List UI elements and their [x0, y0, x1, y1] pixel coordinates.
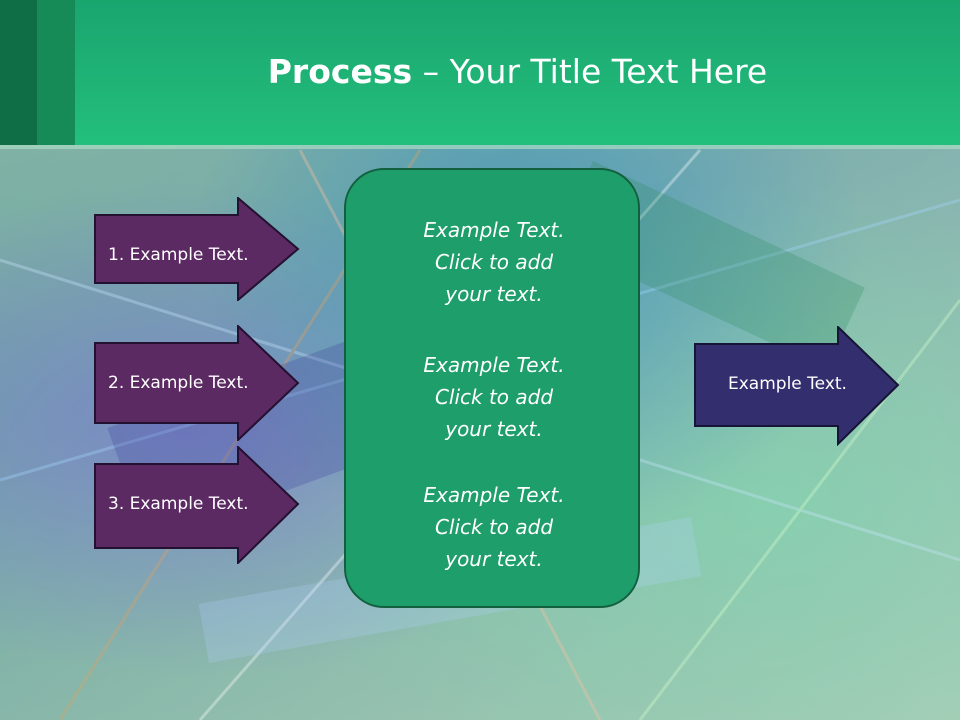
center-line: your text. [445, 282, 543, 306]
center-line: Example Text. [423, 218, 565, 242]
center-paragraph-2: Example Text. Click to add your text. [346, 349, 642, 445]
header-accent-stripe [0, 0, 37, 145]
arrow-label-2[interactable]: 2. Example Text. [108, 373, 249, 393]
title-bold: Process [267, 52, 413, 91]
center-paragraph-1: Example Text. Click to add your text. [346, 214, 642, 310]
center-paragraph-3: Example Text. Click to add your text. [346, 479, 642, 575]
arrow-shape-1[interactable] [94, 197, 300, 301]
arrow-shape-2[interactable] [94, 325, 300, 441]
right-arrow-label[interactable]: Example Text. [728, 374, 847, 394]
center-line: your text. [445, 417, 543, 441]
center-line: Click to add [434, 250, 554, 274]
header-accent-stripe [37, 0, 75, 145]
center-text-box[interactable]: Example Text. Click to add your text. Ex… [344, 168, 640, 608]
title-rest: – Your Title Text Here [412, 52, 768, 91]
arrow-shape-3[interactable] [94, 446, 300, 564]
right-arrow-shape[interactable] [694, 326, 900, 446]
center-line: your text. [445, 547, 543, 571]
header-divider [0, 145, 960, 149]
center-line: Click to add [434, 515, 554, 539]
center-line: Example Text. [423, 483, 565, 507]
arrow-label-1[interactable]: 1. Example Text. [108, 245, 249, 265]
slide-title[interactable]: Process – Your Title Text Here [75, 52, 960, 91]
center-line: Example Text. [423, 353, 565, 377]
title-bar: Process – Your Title Text Here [0, 0, 960, 145]
center-line: Click to add [434, 385, 554, 409]
arrow-label-3[interactable]: 3. Example Text. [108, 494, 249, 514]
